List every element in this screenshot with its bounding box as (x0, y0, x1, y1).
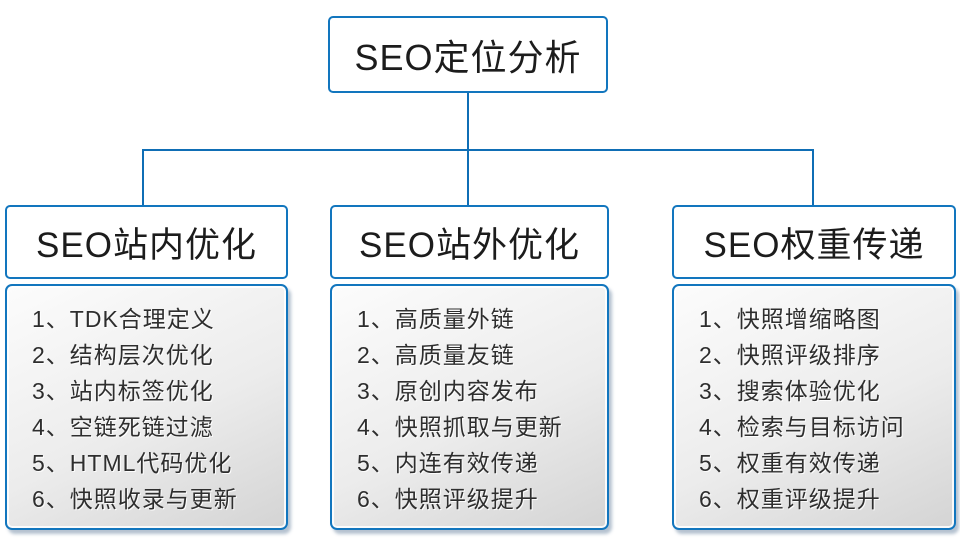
list-item: 2、结构层次优化 (32, 342, 214, 368)
connector-drop-right (812, 149, 814, 206)
root-node-label: SEO定位分析 (354, 36, 582, 78)
column-title: SEO站外优化 (359, 225, 580, 265)
list-item: 5、权重有效传递 (699, 450, 881, 476)
column-header: SEO站外优化 (330, 205, 609, 279)
connector-root-stem (467, 93, 469, 151)
column-item-panel: 1、高质量外链 2、高质量友链 3、原创内容发布 4、快照抓取与更新 5、内连有… (330, 284, 609, 530)
list-item: 6、快照收录与更新 (32, 486, 238, 512)
list-item: 4、检索与目标访问 (699, 414, 905, 440)
column-item-panel: 1、TDK合理定义 2、结构层次优化 3、站内标签优化 4、空链死链过滤 5、H… (5, 284, 288, 530)
connector-drop-left (142, 149, 144, 206)
root-node: SEO定位分析 (328, 16, 608, 93)
column-item-panel: 1、快照增缩略图 2、快照评级排序 3、搜索体验优化 4、检索与目标访问 5、权… (672, 284, 956, 530)
connector-drop-middle (467, 149, 469, 206)
column-header: SEO权重传递 (672, 205, 956, 279)
list-item: 2、高质量友链 (357, 342, 515, 368)
list-item: 3、原创内容发布 (357, 378, 539, 404)
list-item: 5、内连有效传递 (357, 450, 539, 476)
column-title: SEO权重传递 (703, 225, 925, 265)
column-header: SEO站内优化 (5, 205, 288, 279)
list-item: 5、HTML代码优化 (32, 450, 233, 476)
list-item: 3、搜索体验优化 (699, 378, 881, 404)
list-item: 4、空链死链过滤 (32, 414, 214, 440)
connector-branch-bar (142, 149, 814, 151)
list-item: 1、TDK合理定义 (32, 306, 215, 332)
list-item: 4、快照抓取与更新 (357, 414, 563, 440)
list-item: 6、快照评级提升 (357, 486, 539, 512)
list-item: 1、快照增缩略图 (699, 306, 881, 332)
column-title: SEO站内优化 (36, 225, 257, 265)
list-item: 3、站内标签优化 (32, 378, 214, 404)
list-item: 6、权重评级提升 (699, 486, 881, 512)
list-item: 2、快照评级排序 (699, 342, 881, 368)
list-item: 1、高质量外链 (357, 306, 515, 332)
